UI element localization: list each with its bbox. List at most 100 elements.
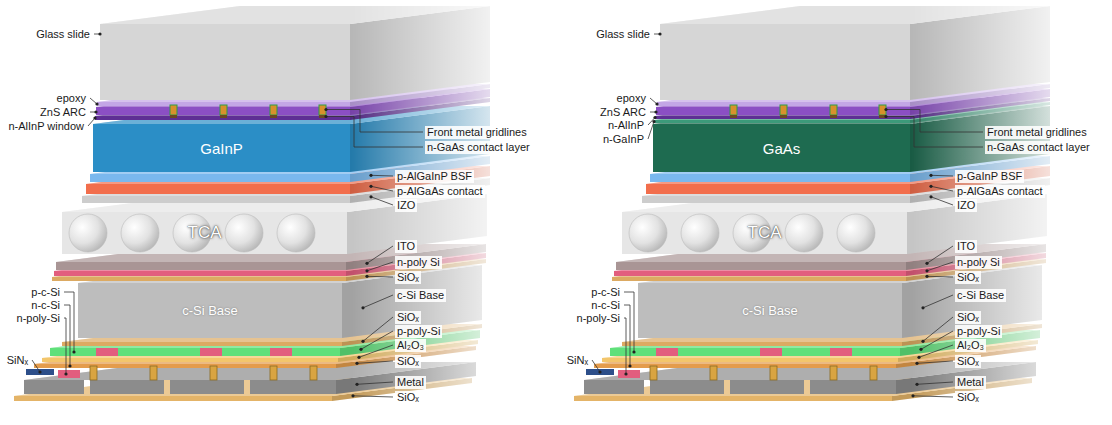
layer-face [642,196,910,203]
leader-line [624,318,626,374]
layer-label: n-poly Si [395,256,442,269]
layer-face [610,348,900,356]
leader-line [32,360,40,372]
leader-dot [925,262,928,265]
layer-label: n-GaInP [601,133,646,146]
metal-segment [250,380,336,394]
leader-dot [624,372,627,375]
layer-face [646,184,910,194]
leader-dot [917,356,920,359]
leader-line [367,276,393,278]
layer-face [100,6,490,24]
leader-line [353,396,393,397]
layer-face [622,342,902,346]
leader-line [64,292,74,352]
n-poly-block [830,348,852,356]
layer-label: c-Si Base [395,289,446,302]
leader-dot [365,269,368,272]
leader-line [363,317,393,341]
layer-name: GaInP [200,140,243,157]
layer-face [50,348,340,356]
layer-label: Front metal gridlines [425,126,529,139]
layer-label: Glass slide [34,28,92,41]
leader-line [927,276,953,278]
layer-label: Front metal gridlines [985,126,1089,139]
gridline [170,105,177,115]
layer-stack [574,6,1050,401]
layer-label: SiOₓ [395,391,421,404]
layer-name: GaAs [763,140,801,157]
bead [681,214,719,252]
layer-face [86,184,350,194]
leader-dot [632,350,635,353]
leader-line [371,175,393,177]
leader-dot [915,362,918,365]
layer-face [655,116,910,119]
contact-finger [870,366,877,380]
layer-face [616,262,906,270]
layer-label: SiOₓ [955,391,981,404]
layer-label: p-c-Si [29,286,62,299]
leader-dot [929,174,932,177]
bead [785,214,823,252]
leader-dot [921,340,924,343]
leader-dot [324,115,327,118]
layer-label: ITO [395,240,417,253]
leader-dot [98,32,101,35]
leader-dot [929,195,932,198]
leader-dot [655,102,658,105]
layer-face [100,24,350,100]
layer-label: p-AlGaAs contact [395,185,485,198]
leader-line [367,262,393,271]
sinx-layer [26,369,54,375]
layer-label: SiNₓ [565,354,590,367]
layer-label: Al₂O₃ [955,339,986,352]
leader-line [919,345,953,357]
layer-face [100,6,490,24]
layer-face [56,262,346,270]
metal-segment [170,380,244,394]
leader-line [624,292,634,352]
layer-name: TCA [748,223,782,243]
gridline [780,105,787,115]
leader-dot [925,275,928,278]
leader-dot [369,174,372,177]
leader-line [624,305,630,366]
n-poly-block [58,370,80,378]
leader-dot [911,394,914,397]
leader-dot [929,185,932,188]
layer-label: ZnS ARC [598,106,648,119]
layer-face [594,364,896,368]
layer-face [660,6,1050,24]
gridline [730,105,737,115]
layer-face [612,277,906,281]
contact-pad [780,115,787,118]
leader-line [64,305,70,366]
leader-dot [68,364,71,367]
layer-face [90,174,350,182]
layer-label: Glass slide [594,28,652,41]
absorber-block: GaInP [93,124,350,172]
leader-dot [355,362,358,365]
silicon-block: c-Si Base [78,283,342,338]
layer-label: n-AlInP window [6,120,86,133]
leader-dot [359,348,362,351]
layer-face [660,6,1050,24]
layer-label: p-GaInP BSF [955,170,1024,183]
leader-dot [351,394,354,397]
gridline [830,105,837,115]
bead [121,214,159,252]
leader-dot [652,120,655,123]
leader-dot [95,102,98,105]
layer-label: IZO [955,199,977,212]
contact-finger [150,366,157,380]
leader-line [917,361,953,363]
leader-dot [919,348,922,351]
n-poly-block [618,370,640,378]
leader-line [931,186,953,191]
layer-label: ZnS ARC [38,106,88,119]
n-poly-block [656,348,678,356]
layer-label: p-AlGaInP BSF [395,170,474,183]
adhesive-block: TCA [62,212,347,254]
